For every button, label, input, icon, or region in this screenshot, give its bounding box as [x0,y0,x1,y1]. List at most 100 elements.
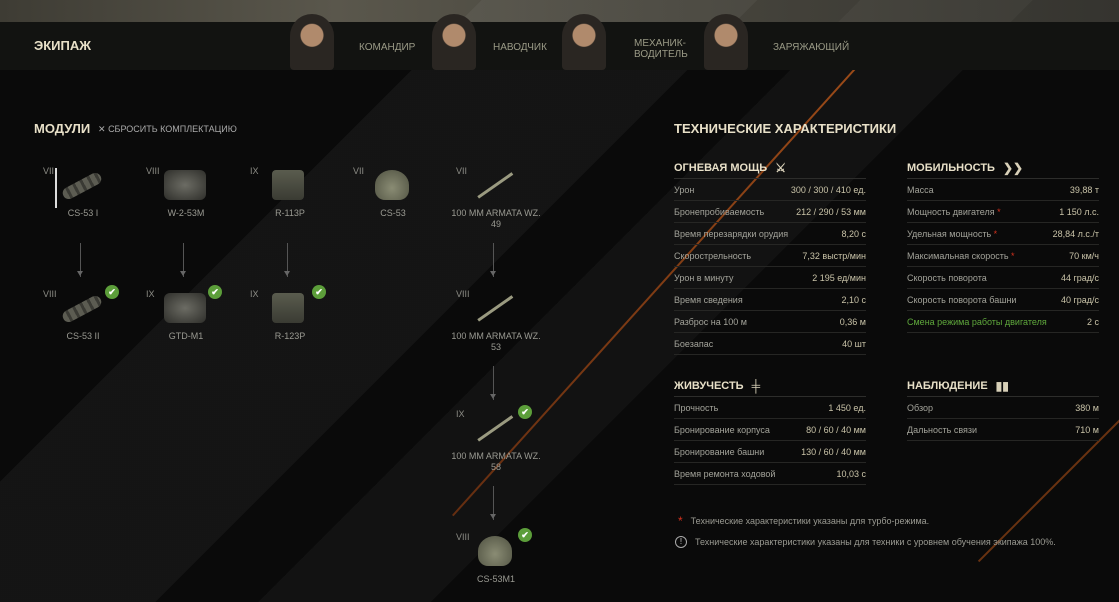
radio-icon [272,293,304,323]
spec-value: 70 км/ч [1069,250,1099,261]
module-name: R-113P [275,208,305,218]
crew-role: ЗАРЯЖАЮЩИЙ [773,42,850,53]
star-icon: * [991,228,998,239]
module-tier: VII [353,166,365,176]
spec-value: 710 м [1075,424,1099,435]
avatar [704,14,748,70]
spec-label: Смена режима работы двигателя [907,316,1047,327]
engine-icon [164,293,206,323]
module-tier: IX [456,409,465,419]
arrow-icon [180,243,186,277]
spec-value: 44 град/с [1060,272,1099,283]
spec-section: ОГНЕВАЯ МОЩЬ⚔ Урон 300 / 300 / 410 ед. Брон… [674,157,866,355]
crew-note: !Технические характеристики указаны для … [675,536,1056,548]
spec-value: 2 с [1086,316,1099,327]
close-icon: ✕ [98,124,106,134]
reset-configuration-button[interactable]: ✕ СБРОСИТЬ КОМПЛЕКТАЦИЮ [98,124,237,135]
crew-role: МЕХАНИК- ВОДИТЕЛЬ [634,38,688,60]
spec-label: Урон в минуту [674,272,734,283]
section-title: МОБИЛЬНОСТЬ [907,161,995,174]
spec-label: Время перезарядки орудия [674,228,789,239]
spec-value: 10,03 с [836,468,866,479]
arrow-icon [490,243,496,277]
section-header: ОГНЕВАЯ МОЩЬ⚔ [674,157,866,179]
spec-label: Бронирование башни [674,446,765,457]
spec-value: 2 195 ед/мин [812,272,866,283]
spec-value: 80 / 60 / 40 мм [806,424,866,435]
module-name: W-2-53M [167,208,205,218]
spec-label: Дальность связи [907,424,978,435]
researched-check-icon: ✔ [518,528,532,542]
spec-label: Урон [674,184,695,195]
spec-value: 380 м [1075,402,1099,413]
spec-row: Обзор 380 м [907,397,1099,419]
spec-value: 39,88 т [1069,184,1099,195]
arrow-icon [77,243,83,277]
arrow-icon [490,486,496,520]
module-name: GTD-M1 [168,331,204,341]
spec-value: 2,10 с [841,294,866,305]
sword-icon: ⚔ [775,160,786,175]
spec-label: Мощность двигателя * [907,206,1001,217]
track-icon [60,293,104,325]
section-header: ЖИВУЧЕСТЬ╪ [674,375,866,397]
module-tier: VII [43,166,55,176]
spec-label: Максимальная скорость * [907,250,1015,261]
spec-row: Урон в минуту 2 195 ед/мин [674,267,866,289]
section-header: НАБЛЮДЕНИЕ ▮▮ [907,375,1099,397]
researched-check-icon: ✔ [105,285,119,299]
spec-value: 40 град/с [1060,294,1099,305]
arrow-icon [284,243,290,277]
info-icon: ! [675,536,687,548]
gun-icon [469,160,521,210]
arrow-icon [490,366,496,400]
spec-label: Прочность [674,402,719,413]
spec-value: 40 шт [842,338,866,349]
module-name: 100 MM ARMATA WZ. 58 [451,451,541,472]
modules-title: МОДУЛИ [34,121,91,136]
module-name: R-123P [274,331,306,341]
spec-row: Максимальная скорость * 70 км/ч [907,245,1099,267]
crew-role: КОМАНДИР [359,42,416,53]
module-name: 100 MM ARMATA WZ. 53 [451,331,541,352]
module-radio[interactable]: IX R-113P [250,166,330,226]
spec-label: Обзор [907,402,933,413]
module-tier: VIII [146,166,160,176]
section-title: НАБЛЮДЕНИЕ [907,379,988,392]
turret-icon [478,536,512,566]
avatar [432,14,476,70]
spec-label: Скорострельность [674,250,752,261]
turret-icon [375,170,409,200]
binoculars-icon: ▮▮ [995,378,1009,393]
spec-label: Бронепробиваемость [674,206,765,217]
spec-row: Смена режима работы двигателя 2 с [907,311,1099,333]
module-tier: IX [250,289,259,299]
spec-label: Удельная мощность * [907,228,998,239]
spec-value: 300 / 300 / 410 ед. [790,184,866,195]
module-engine[interactable]: VIII W-2-53M [146,166,226,226]
module-name: 100 MM ARMATA WZ. 49 [451,208,541,229]
avatar [290,14,334,70]
section-header: МОБИЛЬНОСТЬ❯❯ [907,157,1099,179]
gun-icon [469,403,521,453]
radio-icon [272,170,304,200]
module-tier: IX [250,166,259,176]
module-tier: VIII [43,289,57,299]
crew-title: ЭКИПАЖ [34,38,92,53]
